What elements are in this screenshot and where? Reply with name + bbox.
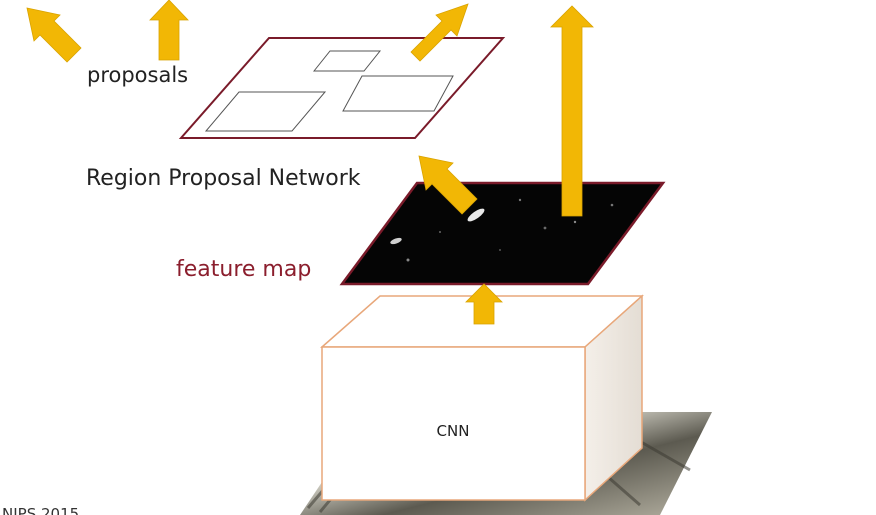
proposal-box-1 bbox=[204, 91, 327, 132]
feature-map-activations bbox=[390, 198, 614, 262]
arrow-proposals-up-left bbox=[26, 7, 82, 63]
arrow-feature-map-up bbox=[550, 5, 594, 217]
arrow-cnn-to-feature-map bbox=[465, 283, 503, 325]
proposal-box-2 bbox=[342, 75, 454, 112]
feature-map-label: feature map bbox=[176, 257, 311, 282]
arrows bbox=[26, 0, 594, 325]
rpn-label: Region Proposal Network bbox=[86, 166, 361, 191]
footer-citation: NIPS 2015 bbox=[2, 505, 79, 515]
arrow-proposals-up-right bbox=[410, 3, 469, 62]
cnn-block-front bbox=[321, 346, 586, 501]
feature-map-plane bbox=[339, 181, 666, 286]
arrow-feature-map-to-rpn bbox=[418, 155, 478, 215]
arrow-proposals-up bbox=[149, 0, 189, 61]
proposal-box-3 bbox=[312, 50, 382, 72]
cnn-label: CNN bbox=[437, 422, 470, 440]
proposals-label: proposals bbox=[87, 63, 188, 87]
